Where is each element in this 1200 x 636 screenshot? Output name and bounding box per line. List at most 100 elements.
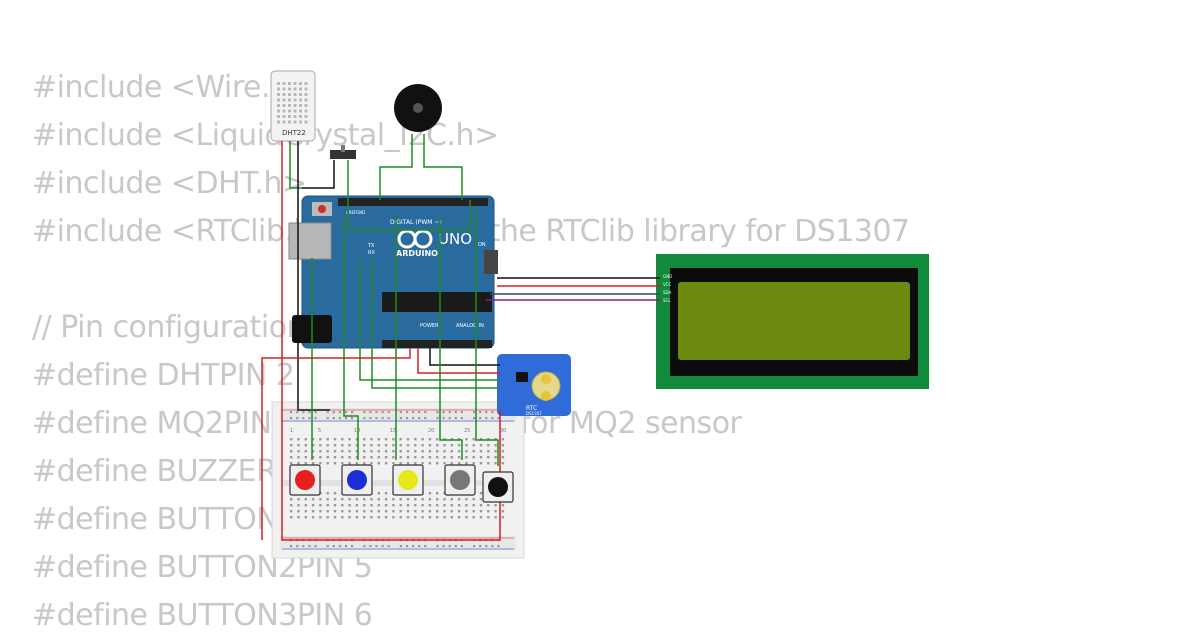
rail-hole: [338, 417, 341, 420]
breadboard-hole: [457, 504, 461, 507]
breadboard-hole: [399, 498, 402, 501]
breadboard-hole: [414, 504, 417, 507]
switch-knob[interactable]: [341, 145, 345, 152]
push-button-5[interactable]: [482, 471, 514, 503]
breadboard-hole: [377, 450, 380, 453]
rail-hole: [296, 417, 299, 420]
breadboard-hole: [297, 498, 300, 501]
code-line-2: #include <LiquidCrystal_I2C.h>: [32, 118, 499, 153]
breadboard-hole: [355, 462, 359, 465]
breadboard-hole: [465, 498, 468, 501]
breadboard-hole: [297, 462, 300, 465]
breadboard-hole: [319, 456, 322, 459]
push-button-3[interactable]: [392, 464, 424, 496]
rtc-module: RTC DS1307: [497, 354, 571, 416]
bb-num-25: 25: [464, 428, 470, 434]
wire-dht-gnd: [297, 141, 330, 411]
breadboard-hole: [377, 504, 380, 507]
dht22-vent: [299, 82, 302, 85]
rail-hole: [442, 411, 445, 414]
push-button-cap[interactable]: [295, 470, 315, 490]
breadboard-hole: [392, 450, 395, 453]
breadboard-hole: [384, 438, 388, 441]
rail-hole: [326, 545, 329, 548]
push-button-cap[interactable]: [488, 477, 508, 497]
breadboard-hole: [428, 456, 432, 459]
breadboard-hole: [450, 444, 453, 447]
breadboard-hole: [436, 516, 439, 519]
dht22-vent: [299, 115, 302, 118]
dht22-vent: [304, 87, 308, 91]
rail-hole: [308, 545, 311, 548]
rail-hole: [363, 545, 366, 548]
push-button-2[interactable]: [341, 464, 373, 496]
breadboard-hole: [501, 450, 505, 453]
breadboard-hole: [348, 498, 351, 501]
wire-switch-signal: [347, 160, 471, 231]
rail-hole: [491, 411, 494, 414]
breadboard-hole: [333, 492, 337, 495]
lcd-display: GND VCC SDA SCL: [656, 254, 929, 389]
rail-hole: [302, 417, 305, 420]
dht22-vent: [293, 98, 297, 102]
breadboard-hole: [487, 504, 490, 507]
wire-rail-red: [300, 410, 501, 541]
dht22-vent: [282, 82, 286, 85]
wire-buzzer-2: [423, 134, 463, 200]
rail-hole: [405, 545, 409, 548]
breadboard-hole: [443, 462, 446, 465]
breadboard-hole: [326, 462, 329, 465]
breadboard-hole: [479, 504, 483, 507]
breadboard-hole: [421, 504, 424, 507]
breadboard-hole: [501, 462, 505, 465]
breadboard-hole: [501, 510, 505, 513]
reset-button[interactable]: [318, 205, 326, 213]
arduino-model: UNO: [438, 230, 472, 248]
breadboard-hole: [457, 516, 461, 519]
rail-hole: [442, 417, 445, 420]
push-button-cap[interactable]: [398, 470, 418, 490]
code-line-3: #include <DHT.h>: [32, 166, 307, 201]
breadboard-hole: [326, 516, 329, 519]
breadboard-hole: [355, 456, 359, 459]
breadboard-hole: [304, 450, 307, 453]
rail-hole: [412, 417, 415, 420]
breadboard-hole: [290, 462, 293, 465]
push-button-cap[interactable]: [347, 470, 367, 490]
push-button-1[interactable]: [289, 464, 321, 496]
dht22-vent: [293, 109, 297, 113]
breadboard-hole: [290, 504, 293, 507]
rail-hole: [363, 411, 366, 414]
breadboard-hole: [414, 444, 417, 447]
rail-hole: [454, 411, 457, 414]
breadboard-hole: [304, 438, 307, 441]
breadboard-hole: [399, 516, 402, 519]
breadboard-hole: [457, 510, 461, 513]
breadboard-hole: [457, 456, 461, 459]
breadboard-hole: [472, 456, 475, 459]
rail-hole: [424, 417, 427, 420]
push-button-cap[interactable]: [450, 470, 470, 490]
code-line-11: #define BUTTON2PIN 5: [32, 550, 373, 585]
dht22-vent: [299, 109, 302, 113]
rail-hole: [375, 545, 378, 548]
breadboard-hole: [304, 462, 307, 465]
dht22-vent: [282, 115, 286, 118]
breadboard-hole: [479, 450, 483, 453]
breadboard-hole: [341, 450, 344, 453]
breadboard-hole: [333, 444, 337, 447]
dht22-vent: [282, 93, 286, 96]
slide-switch[interactable]: [330, 145, 356, 159]
wire-switch-gnd: [302, 160, 335, 189]
dht22-vent: [299, 98, 302, 102]
push-button-4[interactable]: [444, 464, 476, 496]
aref-label: AREF: [346, 210, 357, 215]
breadboard-hole: [377, 492, 380, 495]
breadboard-hole: [465, 438, 468, 441]
rail-hole: [412, 545, 415, 548]
breadboard-hole: [370, 462, 373, 465]
rx-label: RX: [368, 250, 375, 256]
breadboard-hole: [472, 450, 475, 453]
breadboard-hole: [436, 498, 439, 501]
